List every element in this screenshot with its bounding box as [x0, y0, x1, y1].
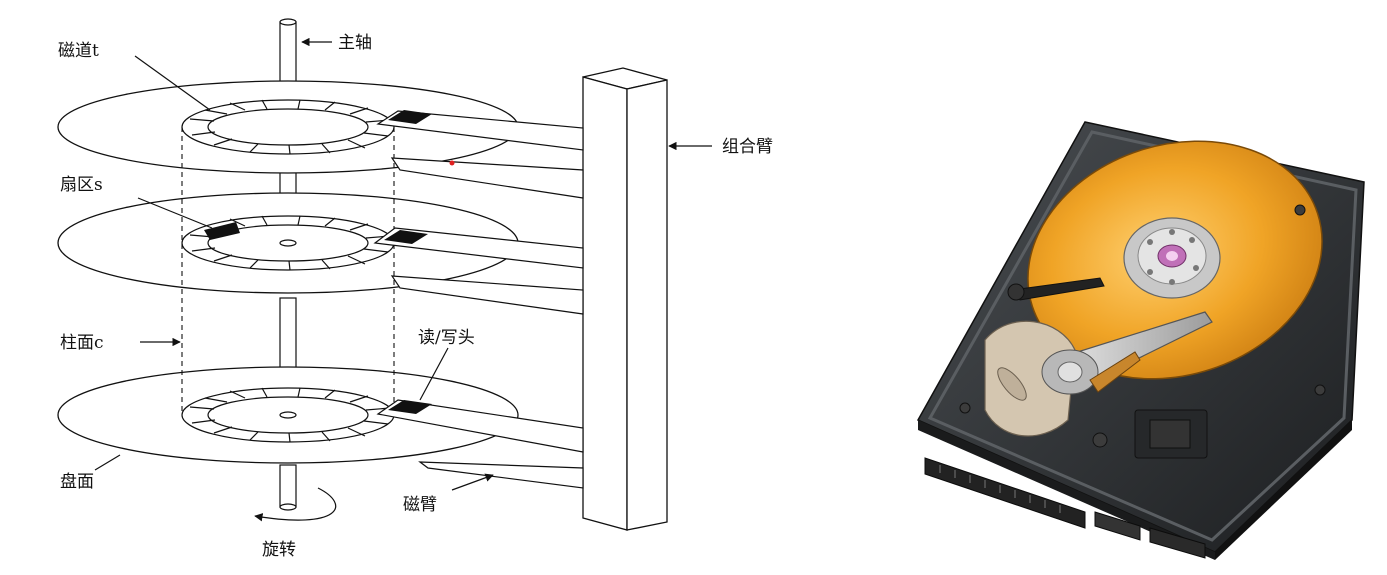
platter-middle	[57, 192, 519, 294]
label-rw-head: 读/写头	[418, 328, 475, 348]
hard-drive-photo	[916, 121, 1365, 560]
connectors	[924, 457, 1206, 559]
arm-column	[582, 67, 668, 531]
disk-structure-diagram: 主轴 磁道t 扇区s 柱面c 盘面 旋转 组合臂 读/写头 磁臂	[57, 18, 773, 560]
cylinder-outline	[181, 127, 395, 415]
label-rotation: 旋转	[262, 540, 296, 560]
rw-heads	[384, 110, 432, 414]
platter-bottom	[57, 366, 519, 464]
label-arm-assembly: 组合臂	[722, 137, 773, 157]
marker-dot	[449, 160, 455, 166]
label-platter: 盘面	[60, 472, 94, 492]
platter-top	[57, 80, 519, 174]
sector-block	[204, 222, 240, 240]
head-arms	[373, 110, 584, 489]
label-track: 磁道t	[58, 41, 99, 61]
actuator-arm	[1041, 311, 1213, 395]
label-cylinder: 柱面c	[60, 333, 104, 353]
label-spindle: 主轴	[338, 33, 372, 53]
leader-lines	[94, 37, 712, 522]
diagram-labels: 主轴 磁道t 扇区s 柱面c 盘面 旋转 组合臂 读/写头 磁臂	[58, 33, 773, 560]
label-head-arm: 磁臂	[403, 495, 437, 515]
spindle-hub	[1123, 217, 1221, 299]
label-sector: 扇区s	[60, 175, 103, 195]
